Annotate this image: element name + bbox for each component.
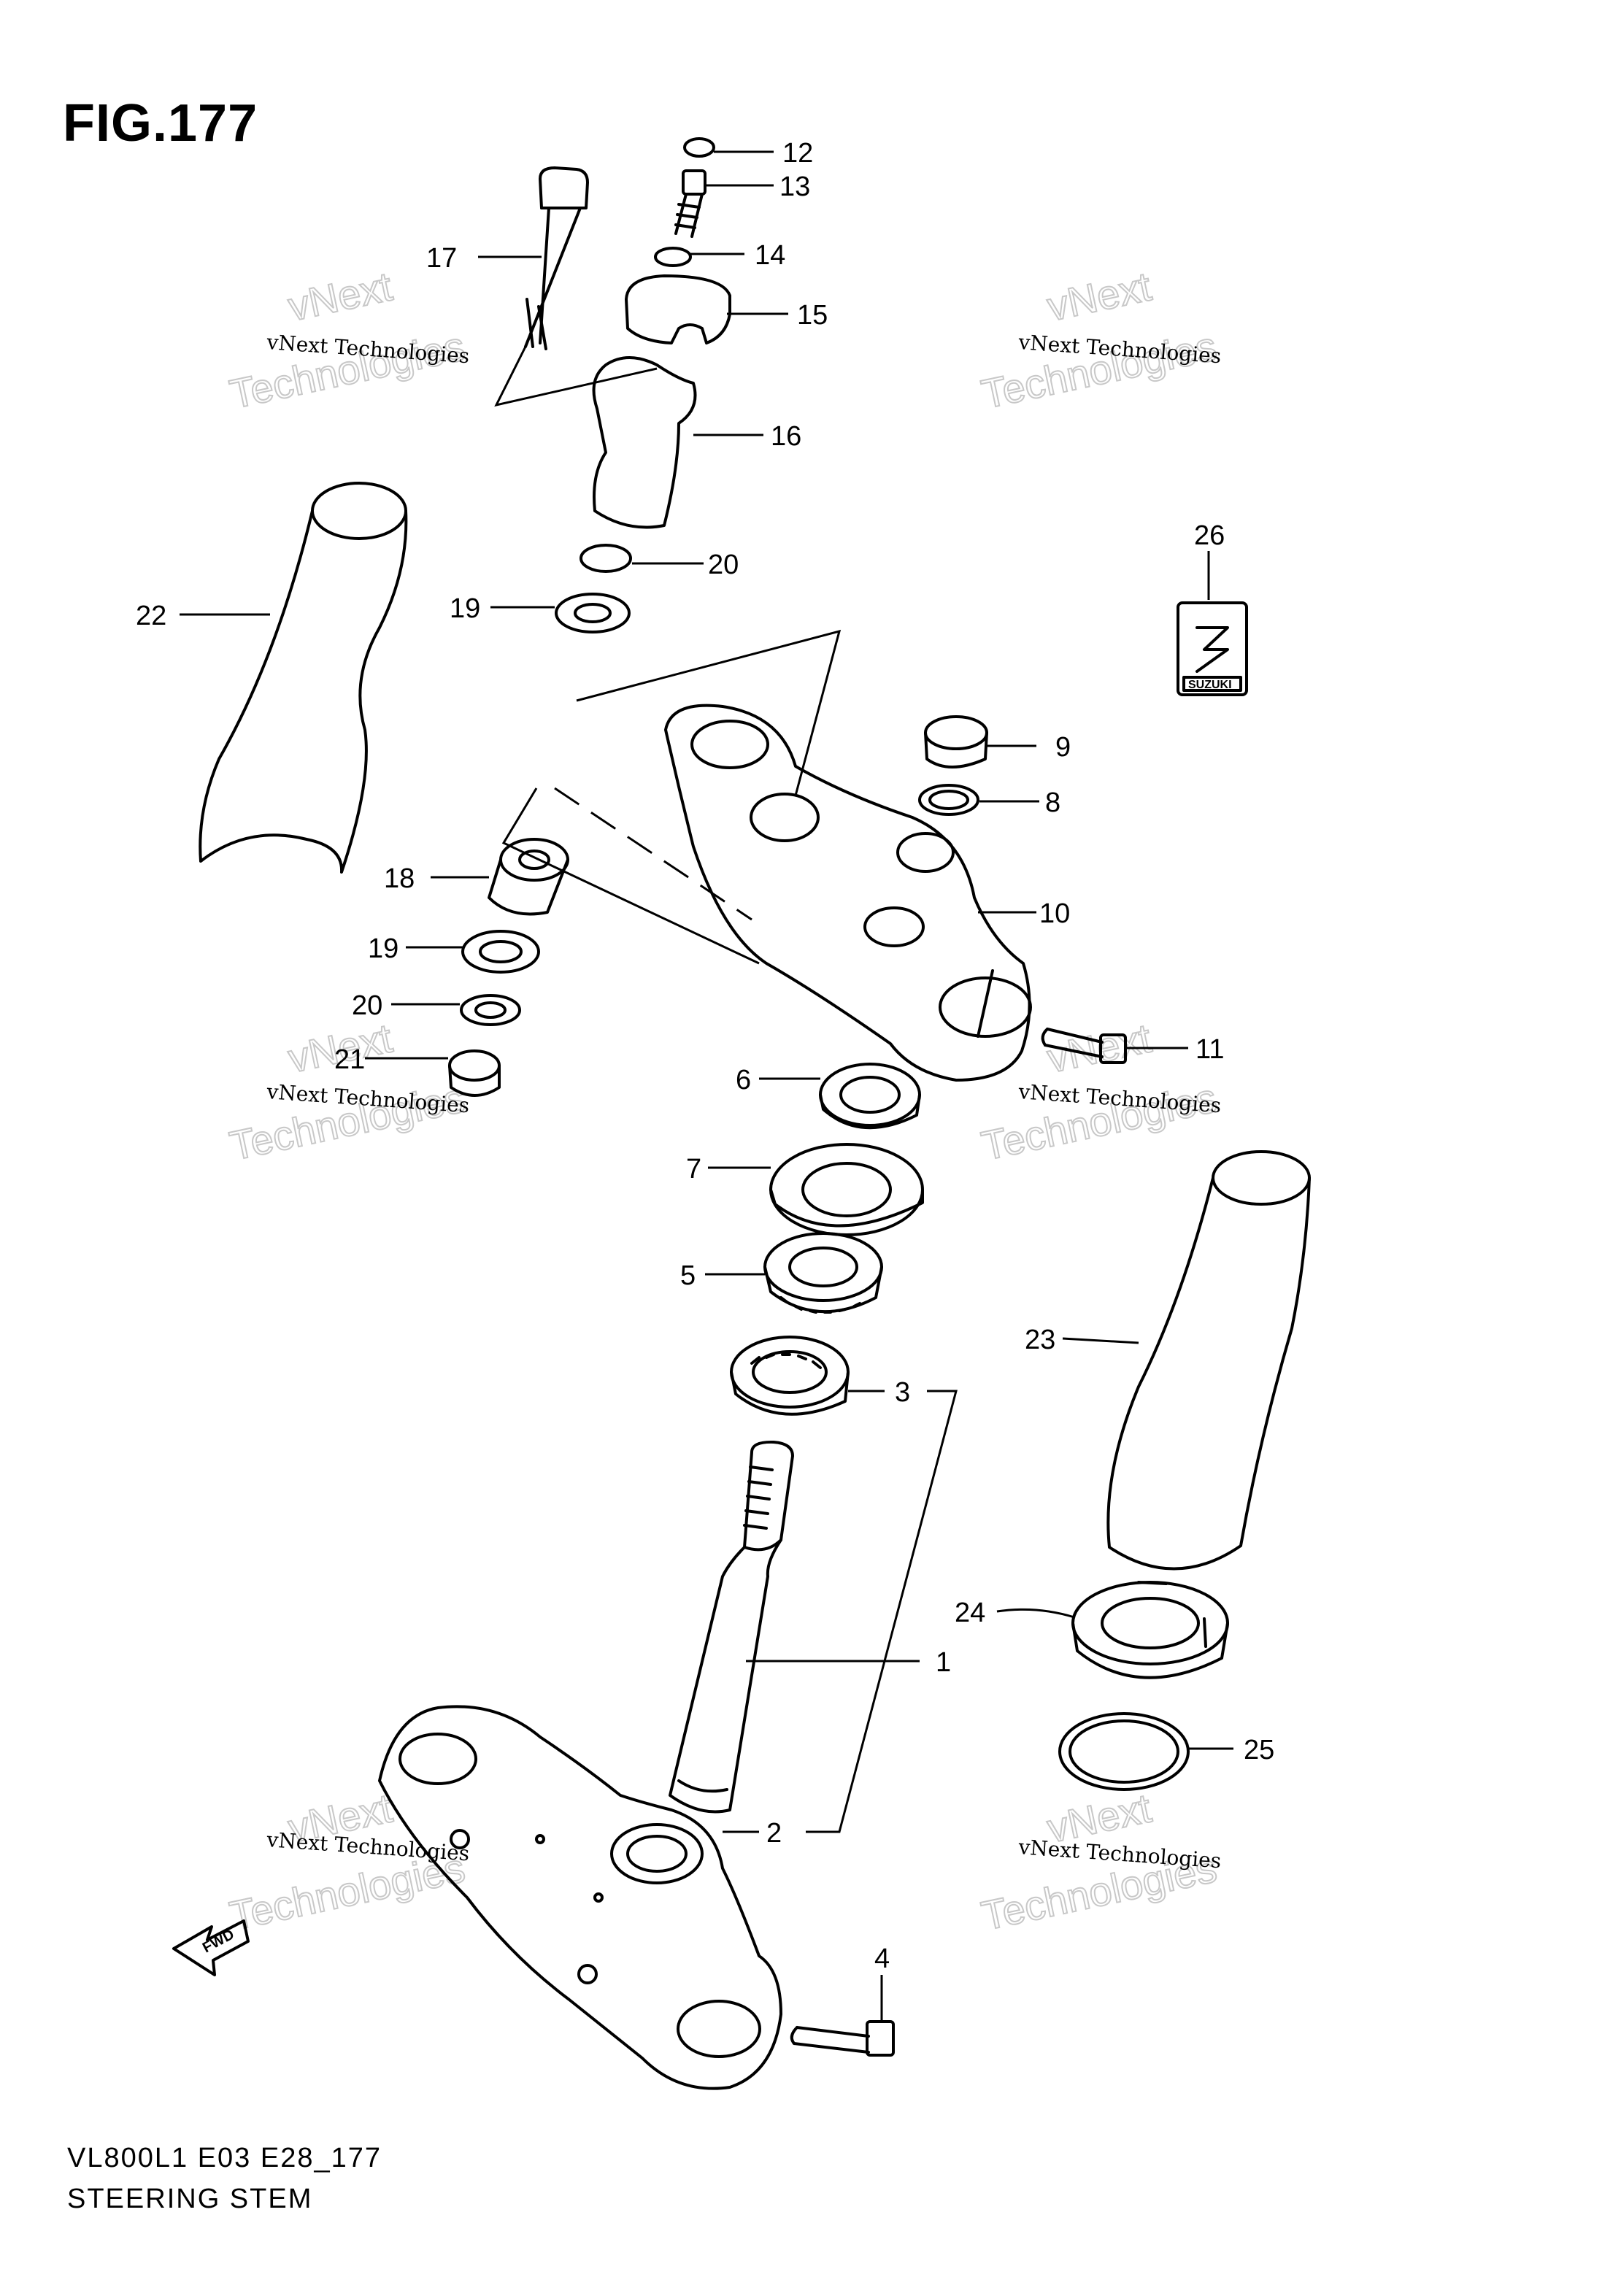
dust-seal-part-7 bbox=[769, 1143, 924, 1236]
washer-hole bbox=[574, 603, 612, 623]
assembly-line-lower bbox=[501, 787, 760, 965]
assembly-line-middle bbox=[576, 629, 842, 796]
fork-cover-part-23 bbox=[1106, 1150, 1311, 1571]
washer-hole bbox=[928, 790, 969, 810]
watermark-bottom-right: vNext Technologies vNext Technologies bbox=[977, 1784, 1222, 1939]
callout-2: 2 bbox=[766, 1818, 782, 1849]
callout-23: 23 bbox=[1025, 1325, 1055, 1355]
cap-part-12 bbox=[683, 137, 715, 158]
bolt-part-13 bbox=[674, 169, 706, 238]
washer-inner bbox=[1069, 1719, 1179, 1784]
handlebar-clamp-upper-part-15 bbox=[625, 274, 731, 344]
lower-bearing-part-3 bbox=[730, 1336, 850, 1416]
rubber-washer-part-19-lower bbox=[461, 930, 540, 974]
washer-part-20-upper bbox=[580, 544, 632, 573]
washer-part-20-lower bbox=[460, 994, 521, 1026]
callout-16: 16 bbox=[771, 421, 801, 452]
steering-locknut-part-6 bbox=[819, 1063, 921, 1130]
assembly-line-lower-dash bbox=[554, 787, 752, 921]
callout-19-upper: 19 bbox=[450, 593, 480, 624]
callout-6: 6 bbox=[736, 1065, 751, 1095]
section-name-label: STEERING STEM bbox=[67, 2184, 313, 2214]
callout-11: 11 bbox=[1195, 1034, 1224, 1065]
watermark-text: vNext bbox=[1043, 263, 1155, 329]
steering-stem-part-1 bbox=[378, 1440, 794, 2090]
callout-12: 12 bbox=[782, 138, 813, 169]
model-code-label: VL800L1 E03 E28_177 bbox=[67, 2143, 382, 2173]
callout-15: 15 bbox=[797, 300, 828, 331]
handlebar-holder-part-16 bbox=[592, 356, 697, 529]
callout-20-upper: 20 bbox=[708, 550, 739, 580]
callout-19-lower: 19 bbox=[368, 933, 398, 964]
callout-14: 14 bbox=[755, 240, 785, 271]
callout-22: 22 bbox=[136, 601, 166, 631]
bolt-part-4 bbox=[790, 2020, 895, 2057]
figure-title: FIG.177 bbox=[63, 94, 258, 153]
long-bolt-part-17 bbox=[524, 166, 589, 350]
callout-1: 1 bbox=[936, 1647, 951, 1678]
fork-cover-part-22 bbox=[199, 482, 408, 874]
callout-3: 3 bbox=[895, 1377, 910, 1408]
watermark-text: vNext bbox=[284, 263, 396, 329]
callout-5: 5 bbox=[680, 1260, 696, 1291]
upper-bracket-part-10 bbox=[664, 704, 1032, 1082]
callout-numbers: 12 13 14 15 16 17 20 19 22 26 9 8 10 18 … bbox=[136, 138, 1274, 1974]
upper-bearing-part-5 bbox=[763, 1232, 883, 1314]
watermark-top-right: vNext Technologies vNext Technologies bbox=[977, 262, 1222, 417]
callout-25: 25 bbox=[1244, 1735, 1274, 1765]
callout-21: 21 bbox=[334, 1044, 365, 1075]
callout-18: 18 bbox=[384, 863, 415, 894]
leader-lines bbox=[180, 150, 1233, 2022]
spacer-part-18 bbox=[488, 838, 569, 916]
callout-13: 13 bbox=[779, 172, 810, 202]
callout-9: 9 bbox=[1055, 732, 1071, 763]
callout-17: 17 bbox=[426, 243, 457, 274]
callout-4: 4 bbox=[874, 1943, 890, 1974]
rubber-washer-part-19-upper bbox=[555, 593, 631, 633]
callout-7: 7 bbox=[686, 1154, 701, 1184]
suzuki-logo-text: SUZUKI bbox=[1188, 679, 1232, 691]
assembly-line-upper bbox=[494, 346, 658, 407]
cap-nut-part-9 bbox=[924, 715, 988, 768]
nut-part-21 bbox=[448, 1049, 501, 1097]
callout-20-lower: 20 bbox=[352, 990, 382, 1021]
washer-hole bbox=[474, 1001, 507, 1019]
washer-part-8 bbox=[918, 784, 979, 816]
callout-24: 24 bbox=[955, 1598, 985, 1628]
callout-8: 8 bbox=[1045, 787, 1060, 818]
suzuki-emblem-part-26: SUZUKI bbox=[1177, 601, 1248, 696]
watermark-top-left: vNext Technologies vNext Technologies bbox=[225, 262, 470, 417]
callout-10: 10 bbox=[1039, 898, 1070, 929]
ring-nut-part-24 bbox=[1071, 1581, 1229, 1679]
callout-26: 26 bbox=[1194, 520, 1225, 551]
watermark-mid-left: vNext Technologies vNext Technologies bbox=[225, 1014, 470, 1169]
washer-part-14 bbox=[654, 247, 692, 267]
washer-part-25 bbox=[1058, 1712, 1190, 1791]
washer-hole bbox=[479, 940, 523, 963]
